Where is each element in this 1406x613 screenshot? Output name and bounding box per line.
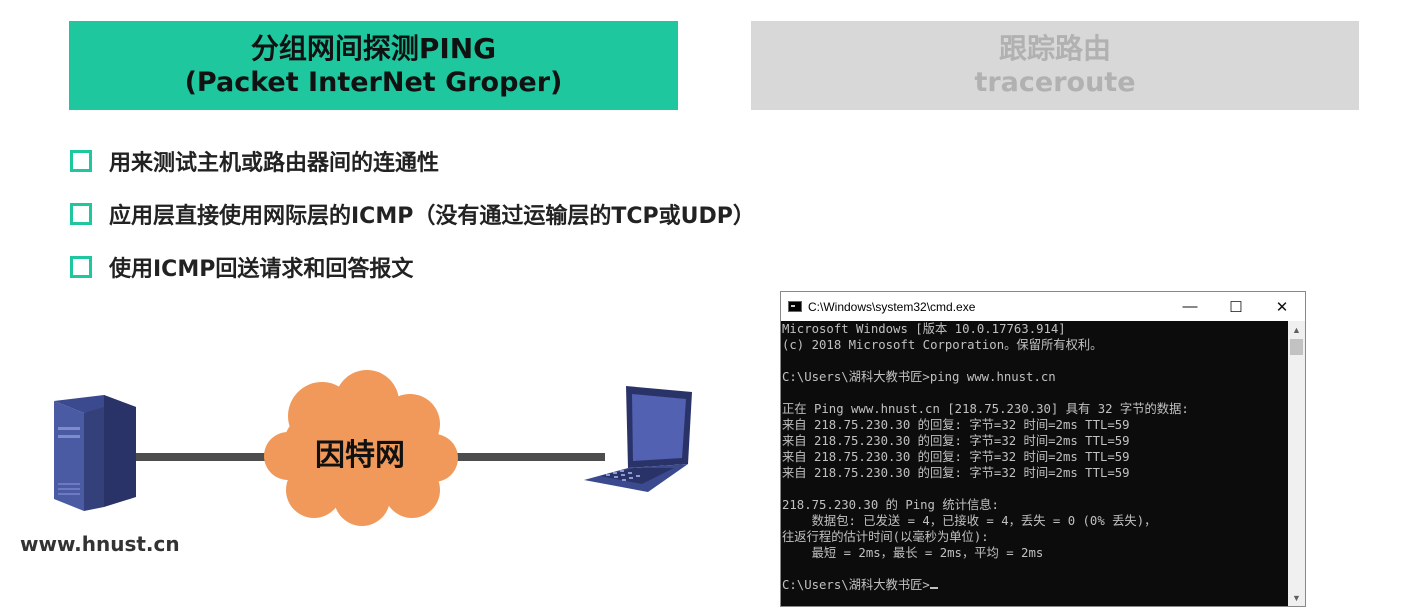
text-cursor [929, 587, 938, 589]
bullet-item: 使用ICMP回送请求和回答报文 [70, 250, 755, 284]
laptop-icon [584, 386, 692, 492]
server-icon [54, 395, 136, 511]
scrollbar[interactable]: ▲ ▼ [1288, 321, 1305, 606]
square-bullet-icon [70, 150, 92, 172]
cmd-app-icon [788, 301, 802, 312]
bullet-text: 用来测试主机或路由器间的连通性 [109, 151, 440, 176]
cloud-icon [264, 370, 458, 526]
console-line: 来自 218.75.230.30 的回复: 字节=32 时间=2ms TTL=5… [782, 418, 1130, 432]
console-line [782, 481, 1288, 497]
cmd-titlebar[interactable]: C:\Windows\system32\cmd.exe — ☐ ✕ [781, 292, 1305, 321]
console-line: 数据包: 已发送 = 4，已接收 = 4，丢失 = 0 (0% 丢失)， [782, 514, 1157, 528]
square-bullet-icon [70, 256, 92, 278]
console-line: 来自 218.75.230.30 的回复: 字节=32 时间=2ms TTL=5… [782, 450, 1130, 464]
bullet-text: 应用层直接使用网际层的ICMP（没有通过运输层的TCP或UDP） [109, 204, 755, 229]
cmd-title-text: C:\Windows\system32\cmd.exe [808, 299, 976, 314]
console-line: 最短 = 2ms，最长 = 2ms，平均 = 2ms [782, 546, 1044, 560]
tab-ping-subtitle: (Packet InterNet Groper) [184, 66, 563, 98]
console-line: (c) 2018 Microsoft Corporation。保留所有权利。 [782, 338, 1103, 352]
console-line [782, 561, 1288, 577]
tab-traceroute-subtitle: traceroute [974, 66, 1136, 98]
cmd-console-output[interactable]: Microsoft Windows [版本 10.0.17763.914] (c)… [781, 321, 1288, 606]
host-url-label: www.hnust.cn [20, 532, 180, 556]
bullet-text: 使用ICMP回送请求和回答报文 [109, 257, 414, 282]
prompt-text: C:\Users\湖科大教书匠> [782, 578, 930, 592]
console-line: 往返行程的估计时间(以毫秒为单位): [782, 530, 989, 544]
link-server-cloud [135, 453, 285, 461]
console-line: 218.75.230.30 的 Ping 统计信息: [782, 498, 999, 512]
console-line: 来自 218.75.230.30 的回复: 字节=32 时间=2ms TTL=5… [782, 466, 1130, 480]
close-button[interactable]: ✕ [1275, 298, 1289, 316]
console-prompt: C:\Users\湖科大教书匠> [782, 577, 1288, 593]
console-line: C:\Users\湖科大教书匠>ping www.hnust.cn [782, 370, 1056, 384]
console-line: Microsoft Windows [版本 10.0.17763.914] [782, 322, 1066, 336]
scrollbar-thumb[interactable] [1290, 339, 1303, 355]
tab-ping-title: 分组网间探测PING [250, 31, 497, 65]
minimize-button[interactable]: — [1182, 298, 1198, 315]
square-bullet-icon [70, 203, 92, 225]
console-line: 正在 Ping www.hnust.cn [218.75.230.30] 具有 … [782, 402, 1189, 416]
bullet-item: 用来测试主机或路由器间的连通性 [70, 144, 755, 178]
tab-traceroute-title: 跟踪路由 [998, 31, 1111, 65]
scroll-up-arrow-icon[interactable]: ▲ [1292, 324, 1301, 335]
cmd-window[interactable]: C:\Windows\system32\cmd.exe — ☐ ✕ Micros… [780, 291, 1306, 607]
console-line [782, 353, 1288, 369]
tab-ping[interactable]: 分组网间探测PING (Packet InterNet Groper) [69, 21, 678, 110]
bullet-item: 应用层直接使用网际层的ICMP（没有通过运输层的TCP或UDP） [70, 197, 755, 231]
maximize-button[interactable]: ☐ [1229, 298, 1243, 316]
internet-cloud-label: 因特网 [315, 438, 405, 473]
bullet-list: 用来测试主机或路由器间的连通性 应用层直接使用网际层的ICMP（没有通过运输层的… [70, 144, 755, 303]
console-line: 来自 218.75.230.30 的回复: 字节=32 时间=2ms TTL=5… [782, 434, 1130, 448]
console-line [782, 385, 1288, 401]
scroll-down-arrow-icon[interactable]: ▼ [1292, 592, 1301, 603]
link-cloud-laptop [440, 453, 605, 461]
tab-traceroute[interactable]: 跟踪路由 traceroute [751, 21, 1359, 110]
